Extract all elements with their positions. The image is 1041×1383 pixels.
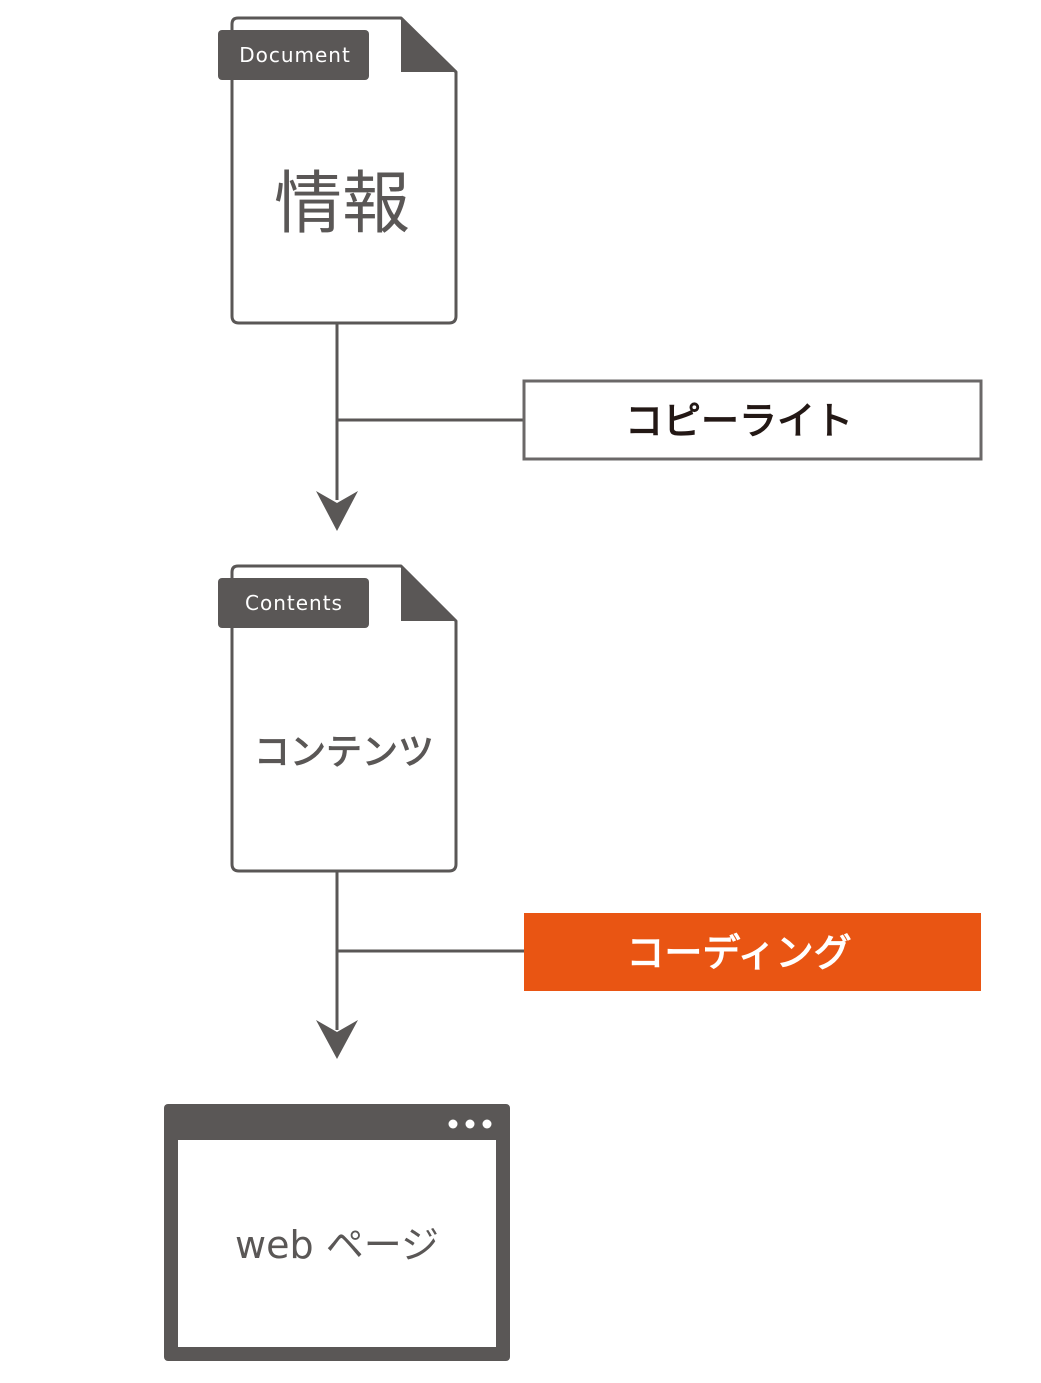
webpage-title: web ページ — [235, 1223, 439, 1267]
contents-page-outline — [230, 564, 458, 873]
browser-viewport — [178, 1140, 496, 1347]
document-folded-corner — [401, 18, 456, 72]
copyright-label: コピーライト — [625, 399, 853, 443]
coding-box — [524, 913, 981, 991]
coding-process: コーディング — [524, 913, 981, 991]
contents-tag-badge — [218, 578, 369, 628]
contents-title: コンテンツ — [254, 732, 434, 773]
document-page-outline — [230, 16, 458, 325]
connector-document-to-contents — [316, 323, 524, 531]
contents-folded-corner — [401, 566, 456, 621]
contents-node: Contents コンテンツ — [218, 564, 458, 873]
connector-contents-to-webpage — [316, 871, 524, 1059]
document-tag-badge — [218, 30, 369, 80]
copyright-process: コピーライト — [522, 379, 983, 461]
document-title: 情報 — [274, 165, 410, 244]
arrow-down-icon — [316, 491, 358, 531]
window-menu-dots-icon — [448, 1119, 492, 1129]
coding-label: コーディング — [626, 931, 851, 975]
arrow-down-icon — [316, 1020, 358, 1059]
document-tag-label: Document — [239, 43, 351, 67]
copyright-box — [522, 379, 983, 461]
webpage-node: web ページ — [164, 1104, 510, 1361]
contents-tag-label: Contents — [245, 591, 343, 615]
document-node: Document 情報 — [218, 16, 458, 325]
